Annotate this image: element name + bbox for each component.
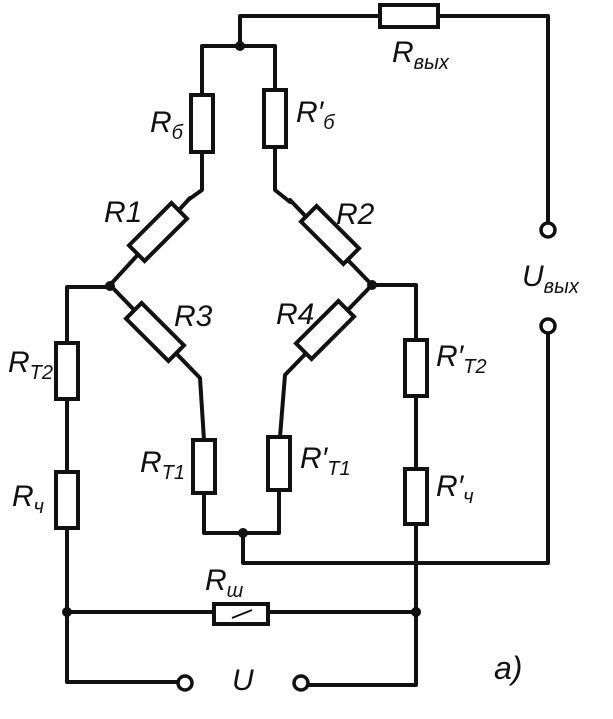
terminal-u-out-top [539,221,557,239]
resistor-r-t1-prime [266,435,292,492]
node-left [105,281,115,291]
wire-rb-to-r1 [186,150,204,202]
label-r3: R3 [174,300,213,333]
resistor-r3 [123,300,187,364]
label-r-b: Rб [150,106,183,144]
terminal-u-right [292,674,310,692]
terminal-u-out-bottom [539,317,557,335]
node-right [367,280,377,290]
resistor-r-t1 [191,438,217,495]
label-r-sh: Rш [205,564,244,602]
shunt-adjust-arrow [231,609,253,619]
label-r-ch-prime: R′ч [436,470,474,508]
resistor-r-b-prime [262,88,288,149]
resistor-r-t2-prime [403,338,429,398]
resistor-r-ch-prime [403,467,429,526]
label-r-t1: RT1 [140,446,186,484]
label-u: U [232,664,254,697]
label-r1: R1 [104,196,143,229]
resistor-r4 [293,298,357,362]
resistor-r1 [126,200,190,264]
figure-tag: a) [494,650,523,686]
resistor-r-ch [54,470,80,530]
resistor-r-t2 [54,341,80,401]
label-r4: R4 [276,298,315,331]
label-u-out: Uвых [522,260,579,298]
node-top [235,41,245,51]
wire-rbp-to-r2 [273,145,292,204]
node-shunt-left [62,607,72,617]
resistor-r2 [298,203,362,267]
wire-top-split [200,44,277,97]
label-r-t2: RT2 [8,346,54,384]
node-shunt-right [411,607,421,617]
label-r-ch: Rч [12,480,45,518]
terminal-u-left [176,674,194,692]
label-r-t1-prime: R′T1 [300,442,351,480]
label-r-b-prime: R′б [296,96,335,134]
wire-rt1-bottom [202,488,281,535]
wire-bottom-to-output [241,331,550,565]
node-bottom [238,528,248,538]
label-r-out: Rвых [392,36,449,74]
resistor-r-out [378,3,440,29]
label-r-t2-prime: R′T2 [436,340,487,378]
label-r2: R2 [336,198,375,231]
resistor-r-b [189,93,215,154]
